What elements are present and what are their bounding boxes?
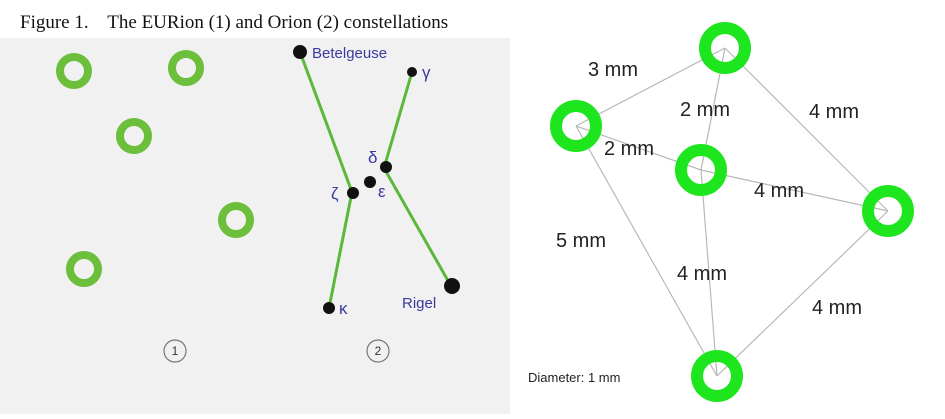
diameter-note: Diameter: 1 mm — [528, 370, 620, 385]
orion-line-delta-rigel — [382, 167, 453, 287]
eurion-ring-center — [675, 144, 727, 196]
eurion-ring — [56, 53, 92, 89]
figure-caption: Figure 1. The EURion (1) and Orion (2) c… — [20, 12, 448, 34]
edge-center-bottom — [700, 169, 718, 377]
edge-left-bottom — [575, 125, 718, 377]
eurion-ring-top — [699, 22, 751, 74]
distance-left-center: 2 mm — [604, 138, 654, 160]
star-delta — [380, 161, 392, 173]
caption-text: The EURion (1) and Orion (2) constellati… — [107, 12, 449, 33]
label-zeta: ζ — [331, 184, 339, 203]
star-gamma — [407, 67, 417, 77]
distance-top-left: 3 mm — [588, 59, 638, 81]
star-kappa — [323, 302, 335, 314]
distance-left-bottom: 5 mm — [556, 230, 606, 252]
distance-top-right: 4 mm — [809, 101, 859, 123]
eurion-ring — [116, 118, 152, 154]
orion-line-zeta-kappa — [327, 191, 354, 309]
distance-center-right: 4 mm — [754, 180, 804, 202]
edge-top-left — [575, 47, 726, 127]
label-rigel: Rigel — [402, 295, 436, 312]
eurion-orion-svg: Betelgeuse γ δ ε ζ κ Rigel 1 2 — [0, 38, 510, 414]
label-epsilon: ε — [378, 182, 386, 201]
eurion-orion-panel: Betelgeuse γ δ ε ζ κ Rigel 1 2 — [0, 38, 510, 414]
eurion-ring-left — [550, 100, 602, 152]
distance-center-bottom: 4 mm — [677, 263, 727, 285]
edge-center-right — [700, 169, 889, 212]
panel-number-1: 1 — [172, 344, 179, 358]
eurion-ring-bottom — [691, 350, 743, 402]
star-zeta — [347, 187, 359, 199]
distance-right-bottom: 4 mm — [812, 297, 862, 319]
distance-top-center: 2 mm — [680, 99, 730, 121]
panel-background — [0, 38, 510, 414]
edge-top-right — [724, 47, 889, 212]
orion-line-betelgeuse-zeta — [298, 51, 354, 193]
star-betelgeuse — [293, 45, 307, 59]
caption-prefix: Figure 1. — [20, 12, 89, 33]
edge-right-bottom — [716, 210, 889, 377]
panel-number-circle-2 — [366, 339, 390, 363]
star-epsilon — [364, 176, 376, 188]
label-delta: δ — [368, 148, 377, 167]
label-betelgeuse: Betelgeuse — [312, 45, 387, 62]
label-kappa: κ — [339, 299, 348, 318]
panel-number-2: 2 — [375, 344, 382, 358]
eurion-ring — [66, 251, 102, 287]
panel-number-circle-1 — [163, 339, 187, 363]
label-gamma: γ — [422, 63, 431, 82]
eurion-ring-right — [862, 185, 914, 237]
eurion-geometry-panel: 3 mm 2 mm 4 mm 2 mm 4 mm 5 mm 4 mm 4 mm … — [510, 0, 945, 414]
star-rigel — [444, 278, 460, 294]
eurion-geometry-svg: 3 mm 2 mm 4 mm 2 mm 4 mm 5 mm 4 mm 4 mm … — [528, 22, 914, 402]
orion-line-gamma-delta — [382, 71, 414, 169]
eurion-ring — [218, 202, 254, 238]
eurion-ring — [168, 50, 204, 86]
